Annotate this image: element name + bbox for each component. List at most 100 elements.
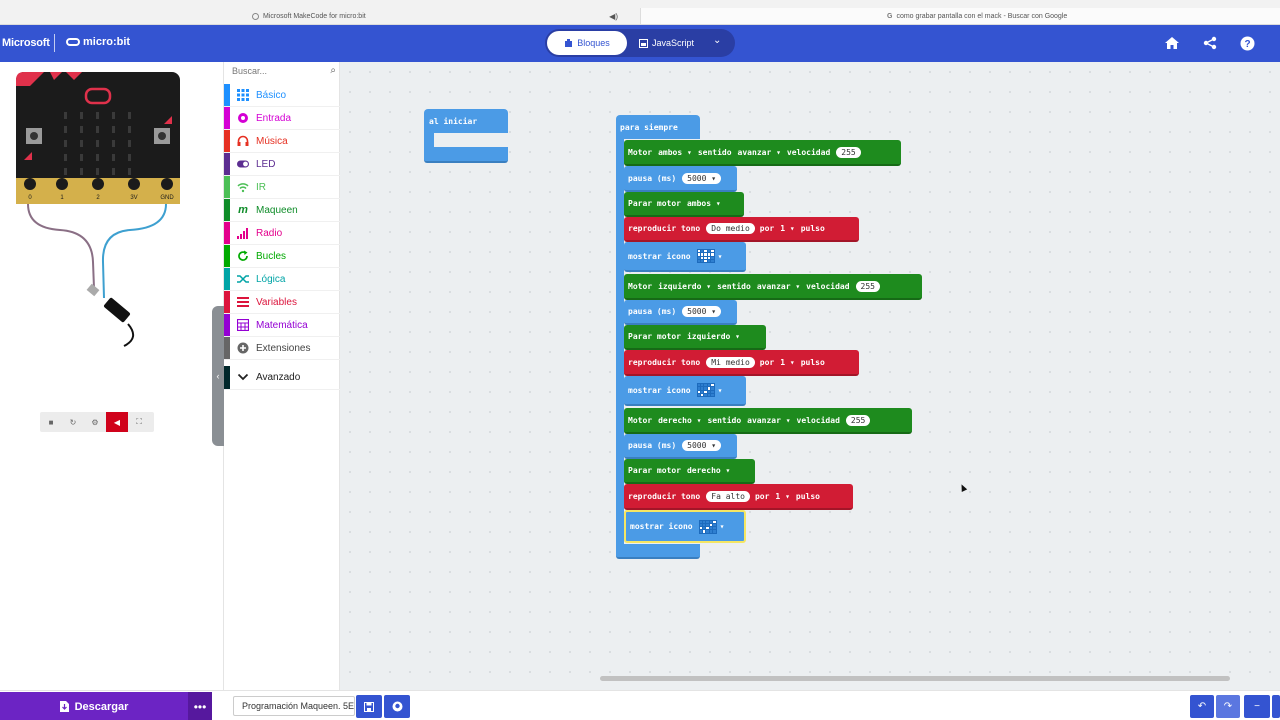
motor-stop-block[interactable]: Parar motor ambos ▾: [624, 192, 744, 217]
direction-dropdown[interactable]: avanzar ▾: [756, 281, 801, 291]
maqueen-icon: m: [238, 204, 248, 216]
restart-icon[interactable]: ↻: [69, 417, 77, 427]
direction-dropdown[interactable]: avanzar ▾: [747, 415, 791, 425]
blocks-workspace[interactable]: al iniciar para siempre Motor ambos ▾ se…: [340, 62, 1280, 690]
direction-dropdown[interactable]: avanzar ▾: [737, 147, 781, 157]
language-dropdown-chevron-icon[interactable]: ⌄: [713, 35, 722, 46]
project-name-input[interactable]: Programación Maqueen. 5E: [233, 696, 355, 716]
beats-dropdown[interactable]: 1 ▾: [780, 224, 795, 233]
zoom-in-button[interactable]: [1272, 695, 1280, 718]
more-dots-icon: •••: [193, 699, 207, 714]
motor-dropdown[interactable]: derecho ▾: [658, 415, 702, 425]
pin-label: GND: [160, 195, 174, 201]
github-button[interactable]: [384, 695, 410, 718]
help-button[interactable]: ?: [1237, 34, 1257, 52]
microbit-simulator[interactable]: 0 1 2 3V GND: [0, 62, 200, 362]
pause-input[interactable]: 5000 ▾: [682, 306, 722, 317]
category-extensions[interactable]: Extensiones: [224, 337, 340, 360]
tone-input[interactable]: Fa alto: [706, 490, 750, 502]
share-button[interactable]: [1200, 34, 1220, 52]
motor-run-block[interactable]: Motor derecho ▾ sentido avanzar ▾ veloci…: [624, 408, 912, 434]
motor-stop-block[interactable]: Parar motor derecho ▾: [624, 459, 755, 484]
speed-input[interactable]: 255: [836, 146, 861, 158]
speed-input[interactable]: 255: [855, 280, 880, 292]
stop-icon[interactable]: ■: [48, 417, 54, 427]
block-text: Parar motor: [628, 466, 681, 475]
download-button[interactable]: Descargar: [0, 692, 188, 720]
pause-block[interactable]: pausa (ms) 5000 ▾: [624, 300, 737, 325]
motor-stop-block[interactable]: Parar motor izquierdo ▾: [624, 325, 766, 350]
collapse-simulator-tab[interactable]: ‹: [212, 306, 224, 446]
category-radio[interactable]: Radio: [224, 222, 340, 245]
category-variables[interactable]: Variables: [224, 291, 340, 314]
block-text: Motor: [628, 415, 653, 425]
forever-block[interactable]: para siempre: [616, 115, 700, 559]
pause-input[interactable]: 5000 ▾: [682, 172, 722, 184]
category-advanced[interactable]: Avanzado: [224, 366, 340, 390]
tone-input[interactable]: Mi medio: [706, 356, 755, 368]
category-ir[interactable]: IR: [224, 176, 340, 199]
on-start-block[interactable]: al iniciar: [424, 109, 508, 164]
play-tone-block[interactable]: reproducir tono Mi medio por 1 ▾ pulso: [624, 350, 859, 376]
show-icon-block-selected[interactable]: mostrar icono ▾: [624, 510, 746, 543]
motor-dropdown[interactable]: derecho ▾: [686, 466, 731, 475]
play-tone-block[interactable]: reproducir tono Fa alto por 1 ▾ pulso: [624, 484, 853, 510]
undo-button[interactable]: ↶: [1190, 695, 1214, 718]
motor-dropdown[interactable]: ambos ▾: [658, 147, 692, 157]
pause-input[interactable]: 5000 ▾: [682, 440, 722, 451]
chevron-down-icon: [237, 373, 249, 381]
heart-icon[interactable]: [696, 249, 715, 263]
category-basic[interactable]: Básico: [224, 84, 340, 107]
microsoft-logo[interactable]: Microsoft: [2, 37, 50, 49]
category-maqueen[interactable]: m Maqueen: [224, 199, 340, 222]
beats-dropdown[interactable]: 1 ▾: [780, 357, 795, 367]
home-button[interactable]: [1162, 34, 1182, 52]
pause-block[interactable]: pausa (ms) 5000 ▾: [624, 434, 737, 459]
browser-tab-makecode[interactable]: Microsoft MakeCode for micro:bit ◀): [252, 8, 622, 24]
speed-input[interactable]: 255: [845, 414, 871, 426]
show-icon-block[interactable]: mostrar icono ▾: [624, 376, 746, 406]
category-input[interactable]: Entrada: [224, 107, 340, 130]
microbit-logo[interactable]: micro:bit: [66, 36, 130, 48]
search-icon: ⌕: [330, 65, 336, 76]
blocks-mode-button[interactable]: Bloques: [547, 31, 627, 55]
motor-dropdown[interactable]: ambos ▾: [686, 199, 721, 208]
plus-circle-icon: [237, 342, 249, 354]
category-logic[interactable]: Lógica: [224, 268, 340, 291]
battery-cable: [123, 323, 135, 347]
category-math[interactable]: Matemática: [224, 314, 340, 337]
workspace-horizontal-scrollbar[interactable]: [600, 676, 1230, 681]
beats-dropdown[interactable]: 1 ▾: [775, 491, 790, 501]
category-led[interactable]: LED: [224, 153, 340, 176]
microbit-logo-touch[interactable]: [84, 87, 112, 105]
motor-dropdown[interactable]: izquierdo ▾: [658, 281, 712, 291]
download-more-button[interactable]: •••: [188, 692, 212, 720]
toolbox-search-input[interactable]: Buscar... ⌕: [232, 65, 336, 82]
headphones-icon: [237, 135, 249, 146]
tone-input[interactable]: Do medio: [706, 223, 755, 234]
dropdown-value: ambos: [658, 147, 683, 157]
save-button[interactable]: [356, 695, 382, 718]
motor-run-block[interactable]: Motor izquierdo ▾ sentido avanzar ▾ velo…: [624, 274, 922, 300]
zoom-out-button[interactable]: −: [1244, 695, 1270, 718]
browser-tab-google[interactable]: G como grabar pantalla con el mack - Bus…: [640, 8, 1280, 24]
category-loops[interactable]: Bucles: [224, 245, 340, 268]
javascript-mode-button[interactable]: JavaScript: [639, 31, 713, 55]
category-music[interactable]: Música: [224, 130, 340, 153]
play-tone-block[interactable]: reproducir tono Do medio por 1 ▾ pulso: [624, 217, 859, 242]
arrow-icon[interactable]: [696, 383, 715, 397]
slow-mo-icon[interactable]: ⚙: [91, 417, 99, 427]
dropdown-value: 1: [780, 224, 786, 233]
category-color-bar: [224, 245, 230, 267]
pause-block[interactable]: pausa (ms) 5000 ▾: [624, 166, 737, 192]
show-icon-block[interactable]: mostrar icono ▾: [624, 242, 746, 272]
signal-icon: [237, 228, 248, 239]
save-icon: [364, 701, 374, 712]
motor-dropdown[interactable]: izquierdo ▾: [686, 332, 740, 341]
category-label: Entrada: [256, 113, 292, 124]
mute-icon[interactable]: ◀: [106, 412, 128, 432]
redo-button[interactable]: ↷: [1216, 695, 1240, 718]
fullscreen-icon[interactable]: ⛶: [136, 417, 142, 426]
motor-run-block[interactable]: Motor ambos ▾ sentido avanzar ▾ velocida…: [624, 140, 901, 166]
arrow-icon[interactable]: [698, 519, 717, 534]
